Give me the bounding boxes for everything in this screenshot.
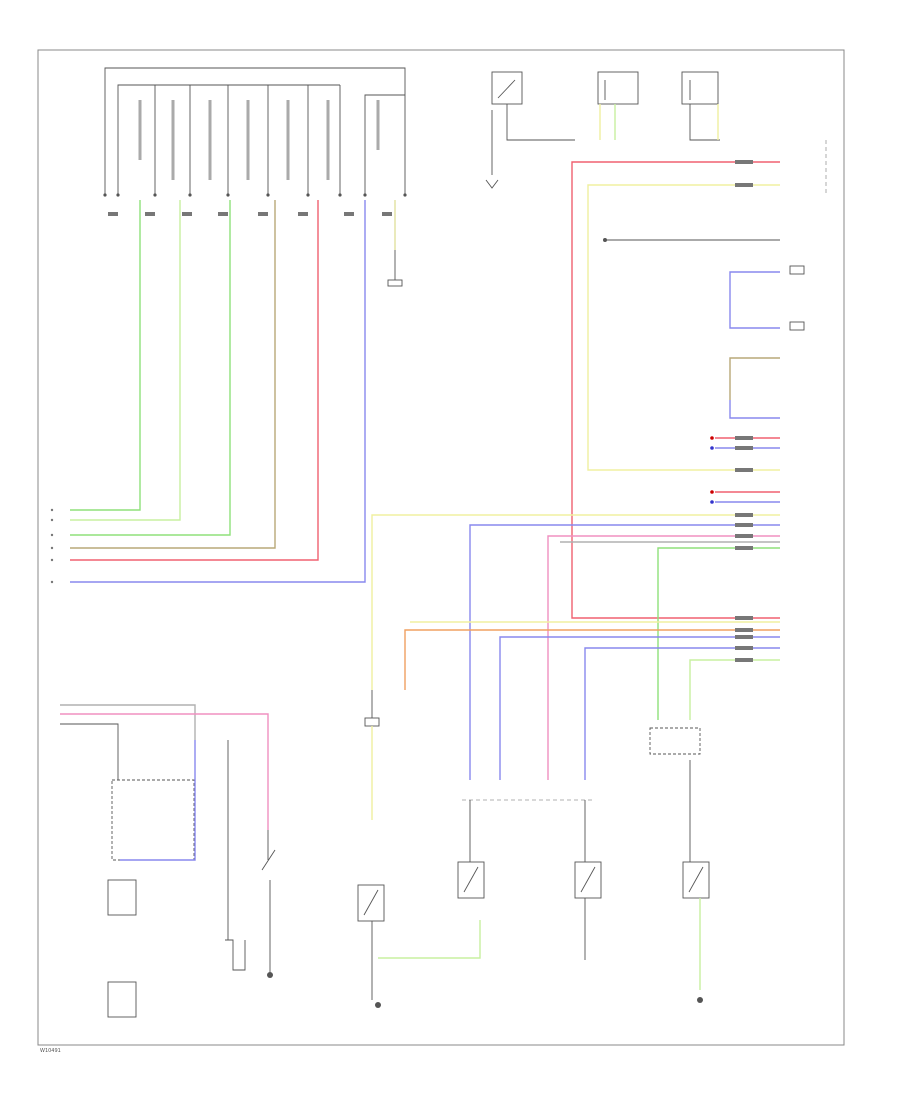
connector-pin-marks: [108, 160, 753, 662]
lower-bus-wires: [404, 621, 780, 780]
top-left-connector-block: [103, 67, 407, 197]
footer-code: W10491: [40, 1048, 61, 1054]
diagram-frame: [37, 49, 845, 1046]
left-edge-terminals: [50, 508, 54, 584]
lower-left-cluster: [60, 704, 276, 1018]
red-trunk-wire: [571, 161, 780, 619]
lower-middle-sensors: [357, 690, 710, 1008]
right-side-modules: [603, 238, 805, 504]
top-right-components: [485, 71, 827, 195]
yellow-loop-wire: [587, 184, 780, 471]
left-block-wires: [70, 200, 403, 583]
